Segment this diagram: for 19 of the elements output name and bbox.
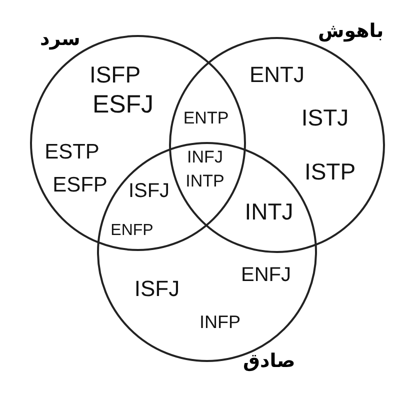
type-label: INFJ — [187, 148, 223, 166]
type-label: ENTP — [183, 110, 229, 126]
type-label: ISTP — [304, 160, 356, 184]
set-label: باهوش — [318, 22, 384, 41]
type-label: ESTP — [44, 142, 100, 162]
type-label: ENFP — [110, 223, 154, 239]
set-label: صادق — [243, 352, 296, 371]
type-label: INFP — [200, 313, 240, 331]
type-label: ESFP — [52, 174, 108, 196]
set-label: سرد — [40, 30, 80, 49]
type-label: ISTJ — [301, 106, 349, 130]
type-label: ISFJ — [128, 181, 170, 201]
type-label: ESFJ — [92, 92, 154, 118]
type-label: ENTJ — [250, 64, 304, 86]
type-label: INTJ — [244, 200, 294, 224]
type-label: ISFP — [89, 64, 141, 86]
type-label: INTP — [186, 172, 224, 190]
type-label: ENFJ — [241, 265, 291, 285]
type-label: ISFJ — [134, 278, 180, 300]
